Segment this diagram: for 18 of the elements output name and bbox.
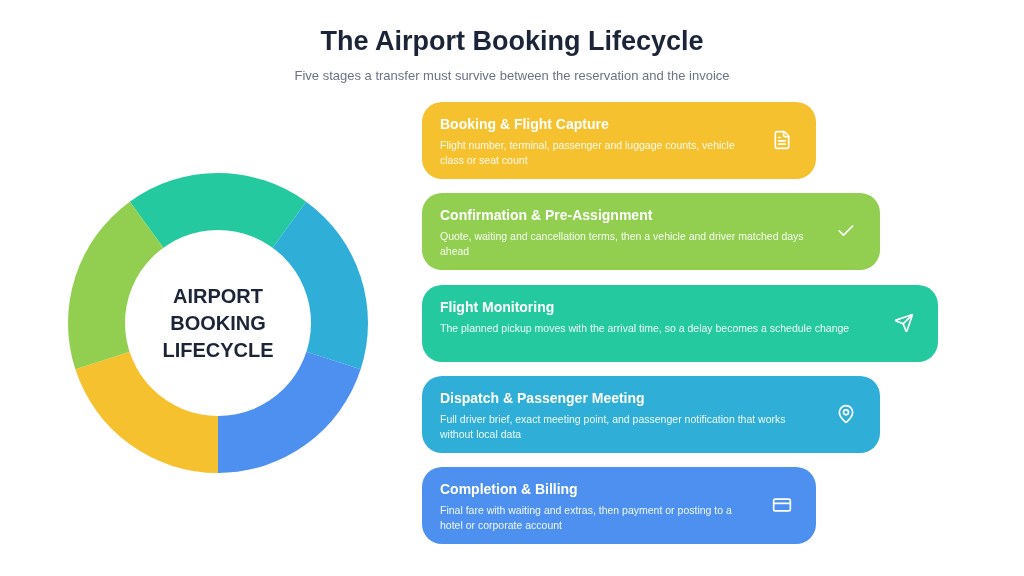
title: The Airport Booking Lifecycle xyxy=(320,26,704,57)
stage-title: Dispatch & Passenger Meeting xyxy=(440,390,646,406)
stage-title: Completion & Billing xyxy=(440,481,579,497)
stage-card xyxy=(422,102,816,179)
stage-card xyxy=(422,376,880,453)
stage-description: Flight number, terminal, passenger and luggage counts, vehicle class or seat count xyxy=(440,138,736,168)
stage-card xyxy=(422,285,938,362)
stage-description: Full driver brief, exact meeting point, and passenger notification that works without local data xyxy=(440,412,787,442)
stage-description: Quote, waiting and cancellation terms, then a vehicle and driver matched days ahead xyxy=(440,229,805,259)
stage-description: The planned pickup moves with the arrival time, so a delay becomes a schedule change xyxy=(440,321,851,336)
stage-description: Final fare with waiting and extras, then payment or posting to a hotel or corporate account xyxy=(440,503,733,533)
stage-card xyxy=(422,467,816,544)
stage-title: Confirmation & Pre-Assignment xyxy=(440,207,654,223)
stage-title: Booking & Flight Capture xyxy=(440,116,610,132)
center-label: AIRPORT BOOKING LIFECYCLE xyxy=(161,283,275,363)
subtitle: Five stages a transfer must survive between the reservation and the invoice xyxy=(294,68,730,83)
stage-card xyxy=(422,193,880,270)
stage-title: Flight Monitoring xyxy=(440,299,556,315)
